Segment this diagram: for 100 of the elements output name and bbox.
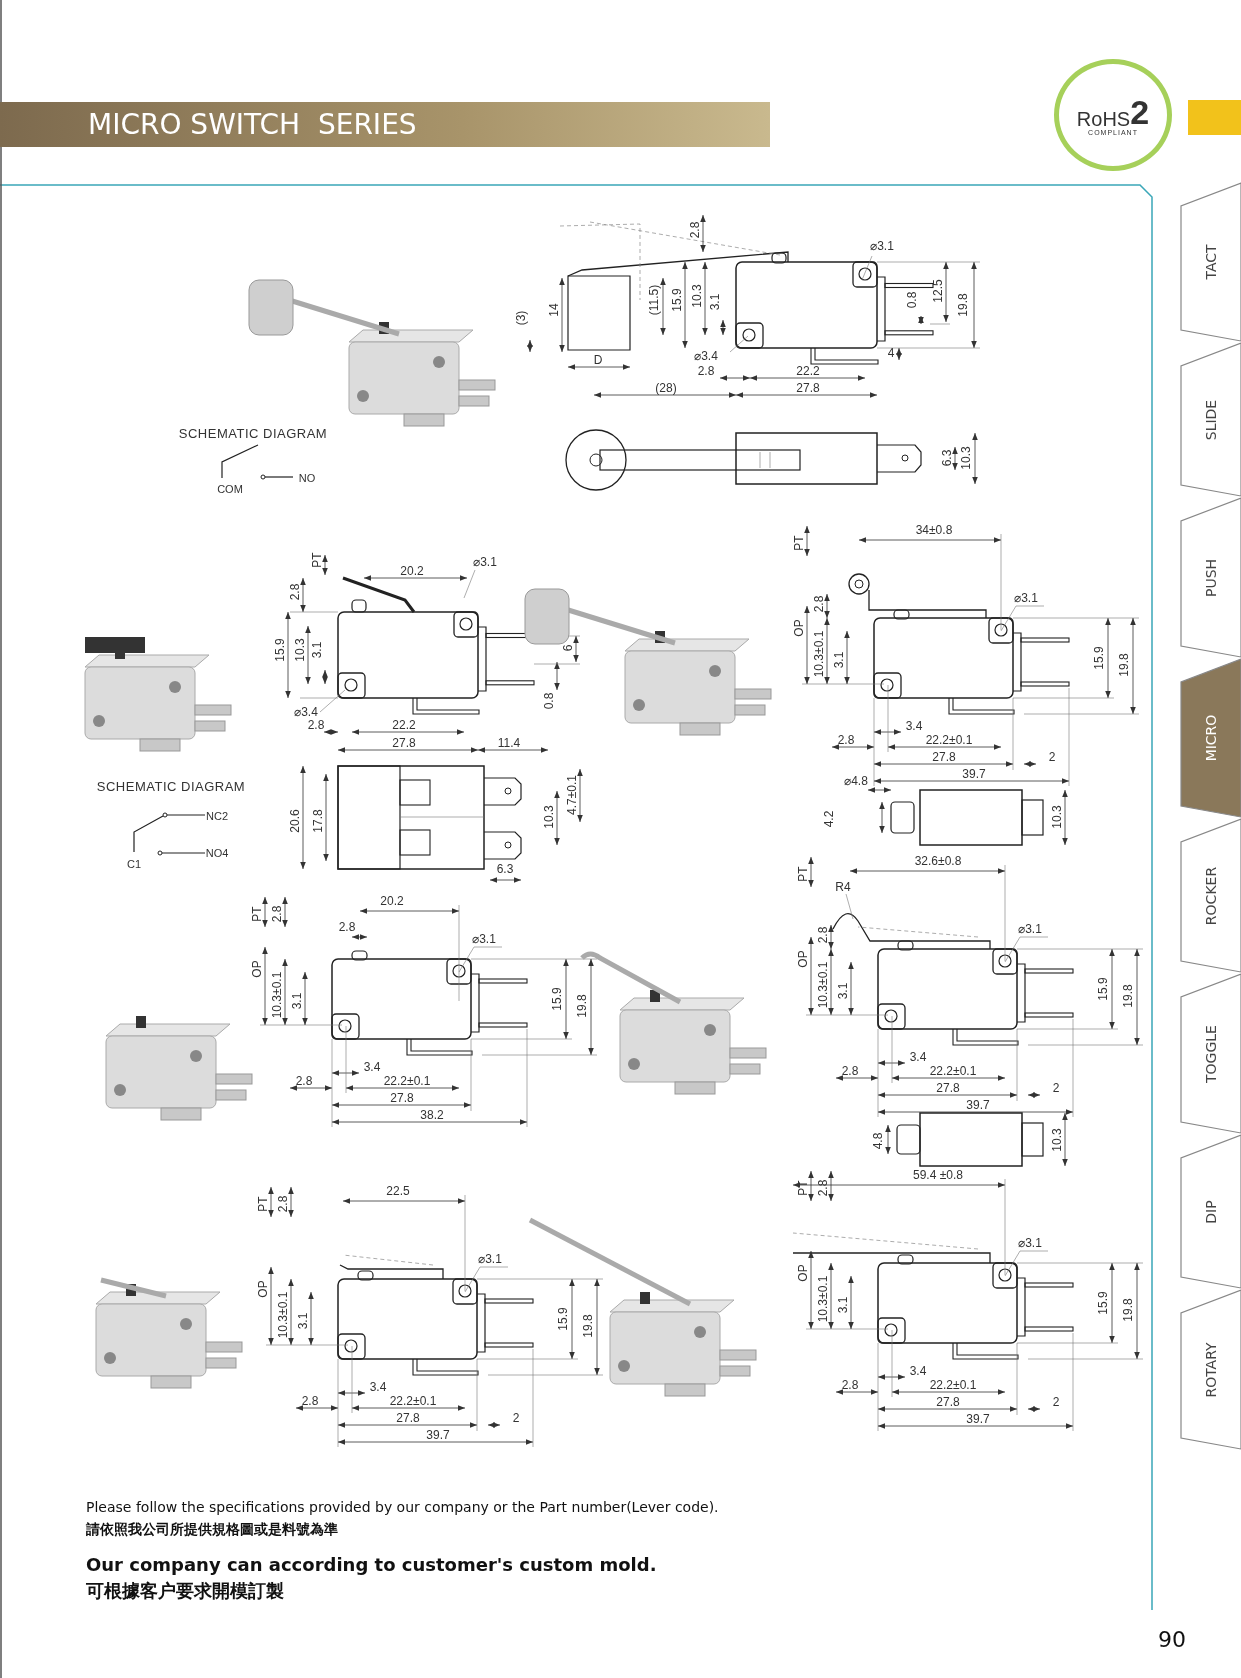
terminal-label: C1 xyxy=(126,858,142,870)
dimension-label: 10.3 xyxy=(1051,1128,1063,1152)
category-tab: TOGGLE xyxy=(1180,973,1241,1134)
dimension-label: 2.8 xyxy=(817,1179,829,1197)
dimension-label: 4 xyxy=(887,347,895,359)
dimension-label: 10.3 xyxy=(294,638,306,662)
dimension-label: 2 xyxy=(1048,751,1056,763)
dimension-label: ⌀3.1 xyxy=(870,240,894,252)
dimension-label: 6.3 xyxy=(496,863,514,875)
dimension-label: 3.1 xyxy=(709,293,721,311)
dimension-label: 27.8 xyxy=(936,1082,960,1094)
category-tab: TACT xyxy=(1180,182,1241,342)
dimension-label: 10.3 xyxy=(543,805,555,829)
dimension-label: 2 xyxy=(1052,1396,1060,1408)
dimension-label: 10.3 xyxy=(960,446,972,470)
dimension-label: OP xyxy=(797,950,809,968)
dimension-label: 3.4 xyxy=(363,1061,381,1073)
dimension-label: 15.9 xyxy=(1097,977,1109,1001)
dimension-label: PT xyxy=(797,866,809,882)
dimension-label: 2.8 xyxy=(689,221,701,239)
dimension-label: 10.3±0.1 xyxy=(813,630,825,678)
dimension-label: 22.2±0.1 xyxy=(383,1075,431,1087)
dimension-label: 2.8 xyxy=(295,1075,313,1087)
dimension-label: 39.7 xyxy=(426,1429,450,1441)
dimension-label: 27.8 xyxy=(396,1412,420,1424)
dimension-label: ⌀3.1 xyxy=(473,556,497,568)
dimension-label: 27.8 xyxy=(392,737,416,749)
dimension-label: 27.8 xyxy=(936,1396,960,1408)
dimension-label: 15.9 xyxy=(274,638,286,662)
dimension-label: 2 xyxy=(1052,1082,1060,1094)
dimension-label: PT xyxy=(793,535,805,551)
dimension-label: OP xyxy=(797,1264,809,1282)
dimension-label: 12.5 xyxy=(932,279,944,303)
dimension-label: 3.4 xyxy=(905,720,923,732)
dimension-label: 15.9 xyxy=(551,987,563,1011)
dimension-label: 15.9 xyxy=(557,1307,569,1331)
dimension-label: 20.6 xyxy=(289,809,301,833)
dimension-label: 22.2±0.1 xyxy=(925,734,973,746)
dimension-label: 27.8 xyxy=(390,1092,414,1104)
note-text: Our company can according to customer's custom mold. xyxy=(86,1556,657,1574)
dimension-label: 0.8 xyxy=(543,692,555,710)
dimension-label: PT xyxy=(257,1196,269,1212)
dimension-label: 3.4 xyxy=(909,1051,927,1063)
dimension-label: 2.8 xyxy=(301,1395,319,1407)
note-text: 可根據客户要求開模訂製 xyxy=(86,1582,284,1600)
terminal-label: NO xyxy=(298,472,316,484)
dimension-label: 2.8 xyxy=(841,1065,859,1077)
dimension-label: 3.4 xyxy=(909,1365,927,1377)
dimension-label: 22.2 xyxy=(796,365,820,377)
dimension-label: 20.2 xyxy=(400,565,424,577)
dimension-label: D xyxy=(593,354,603,366)
dimension-label: 38.2 xyxy=(420,1109,444,1121)
dimension-label: 19.8 xyxy=(576,994,588,1018)
dimension-label: ⌀4.8 xyxy=(844,775,868,787)
dimension-label: 4.2 xyxy=(823,810,835,828)
terminal-label: COM xyxy=(217,483,243,495)
dimension-label: 32.6±0.8 xyxy=(914,855,962,867)
page-title: MICRO SWITCH SERIES xyxy=(88,110,417,141)
dimension-label: 17.8 xyxy=(312,809,324,833)
dimension-label: (3) xyxy=(515,310,527,326)
dimension-label: 22.2 xyxy=(392,719,416,731)
dimension-label: ⌀3.4 xyxy=(294,706,318,718)
dimension-label: 10.3 xyxy=(691,284,703,308)
terminal-label: NC2 xyxy=(206,810,228,822)
dimension-label: 20.2 xyxy=(380,895,404,907)
dimension-label: 22.2±0.1 xyxy=(929,1379,977,1391)
schematic-title: SCHEMATIC DIAGRAM xyxy=(96,779,246,793)
dimension-label: 15.9 xyxy=(1093,646,1105,670)
dimension-label: 22.2±0.1 xyxy=(389,1395,437,1407)
dimension-label: 22.2±0.1 xyxy=(929,1065,977,1077)
category-tab: ROCKER xyxy=(1180,818,1241,973)
dimension-label: 59.4 ±0.8 xyxy=(913,1169,963,1181)
dimension-label: 19.8 xyxy=(957,293,969,317)
category-tab: SLIDE xyxy=(1180,342,1241,497)
dimension-label: 3.1 xyxy=(311,641,323,659)
dimension-label: 2.8 xyxy=(307,719,325,731)
dimension-label: ⌀3.1 xyxy=(1018,923,1042,935)
dimension-label: PT xyxy=(311,552,323,568)
dimension-label: 15.9 xyxy=(671,288,683,312)
dimension-label: 6.3 xyxy=(941,449,953,467)
dimension-label: 22.5 xyxy=(386,1185,410,1197)
dimension-label: 2.8 xyxy=(813,595,825,613)
dimension-label: 2.8 xyxy=(841,1379,859,1391)
dimension-label: (11.5) xyxy=(648,284,660,316)
note-text: Please follow the specifications provided by our company or the Part number(Lever code). xyxy=(86,1500,719,1514)
dimension-label: 2.8 xyxy=(837,734,855,746)
dimension-label: 27.8 xyxy=(932,751,956,763)
dimension-label: 19.8 xyxy=(1118,653,1130,677)
dimension-label: 2.8 xyxy=(271,905,283,923)
dimension-label: 2.8 xyxy=(338,921,356,933)
page-number: 90 xyxy=(1158,1629,1186,1651)
category-tab: ROTARY xyxy=(1180,1289,1241,1450)
dimension-label: 10.3 xyxy=(1051,805,1063,829)
dimension-label: (28) xyxy=(655,382,677,394)
dimension-label: R4 xyxy=(835,881,851,893)
dimension-label: 2.8 xyxy=(289,583,301,601)
dimension-label: 2.8 xyxy=(277,1195,289,1213)
dimension-label: ⌀3.4 xyxy=(694,350,718,362)
category-tab: DIP xyxy=(1180,1134,1241,1289)
dimension-label: 14 xyxy=(548,303,560,317)
